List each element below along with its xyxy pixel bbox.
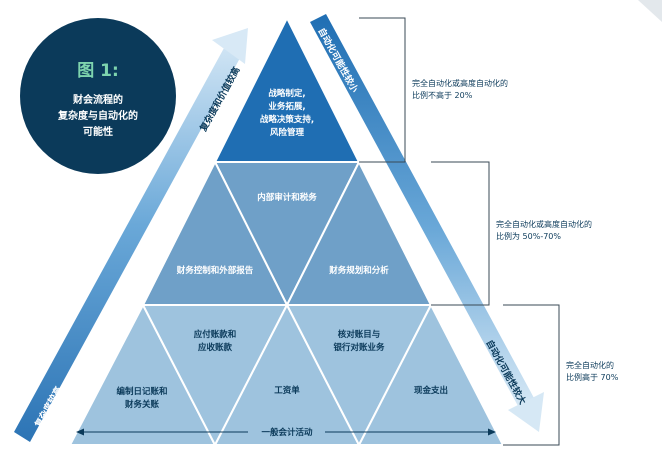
bracket-top-line-2: 比例不高于 20% (412, 90, 473, 100)
middle-right-label: 财务规划和分析 (328, 265, 389, 276)
bracket-bottom (503, 304, 560, 446)
top-label-3: 战略决策支持, (260, 114, 314, 125)
bottom-arrow-right-head (488, 428, 496, 436)
bracket-middle-line-2: 比例为 50%-70% (496, 231, 561, 241)
badge-line-2: 复杂度与自动化的 (57, 109, 138, 122)
bracket-bottom-line-2: 比例高于 70% (566, 372, 619, 382)
ap-ar-label-1: 应付账款和 (194, 329, 237, 340)
top-label-4: 风险管理 (270, 127, 305, 138)
middle-left-label: 财务控制和外部报告 (176, 265, 254, 276)
right-arrow-label-upper: 自动化可能性较小 (315, 26, 360, 95)
general-accounting-arrow: 一般会计活动 (76, 427, 496, 438)
left-arrow-head (212, 28, 248, 64)
bracket-middle (431, 161, 490, 306)
top-label-1: 战略制定, (268, 88, 305, 99)
figure-label: 图 1: (77, 61, 119, 81)
recon-label-2: 银行对账业务 (332, 342, 385, 353)
left-arrow-shaft (14, 48, 240, 442)
bottom-arrow-left-head (76, 428, 84, 436)
bracket-top (359, 17, 406, 163)
title-badge: 图 1: 财会流程的 复杂度与自动化的 可能性 (20, 18, 176, 174)
bracket-middle-line-1: 完全自动化或高度自动化的 (496, 219, 592, 229)
bracket-labels: 完全自动化或高度自动化的 比例不高于 20% 完全自动化或高度自动化的 比例为 … (412, 78, 619, 382)
journal-label-2: 财务关账 (124, 399, 160, 410)
general-accounting-label: 一般会计活动 (261, 427, 313, 438)
right-arrow-head (508, 392, 544, 432)
right-arrow-shaft (310, 14, 534, 406)
bracket-bottom-line-1: 完全自动化的 (566, 360, 614, 370)
top-label-2: 业务拓展, (268, 101, 305, 112)
pyramid-labels: 战略制定, 业务拓展, 战略决策支持, 风险管理 内部审计和税务 财务控制和外部… (116, 88, 448, 410)
pyramid (68, 15, 505, 448)
cash-label: 现金支出 (414, 385, 448, 396)
title-badge-circle (20, 18, 176, 174)
brackets (359, 17, 560, 446)
badge-line-3: 可能性 (83, 125, 113, 138)
middle-center-label: 内部审计和税务 (257, 192, 317, 203)
payroll-label: 工资单 (274, 385, 300, 396)
ap-ar-label-2: 应收账款 (198, 342, 233, 353)
bracket-top-line-1: 完全自动化或高度自动化的 (412, 78, 508, 88)
badge-line-1: 财会流程的 (72, 93, 123, 106)
page-corner-fold (638, 0, 662, 22)
recon-label-1: 核对账目与 (338, 329, 381, 340)
journal-label-1: 编制日记账和 (116, 386, 167, 397)
tier-bottom-right (357, 302, 505, 446)
